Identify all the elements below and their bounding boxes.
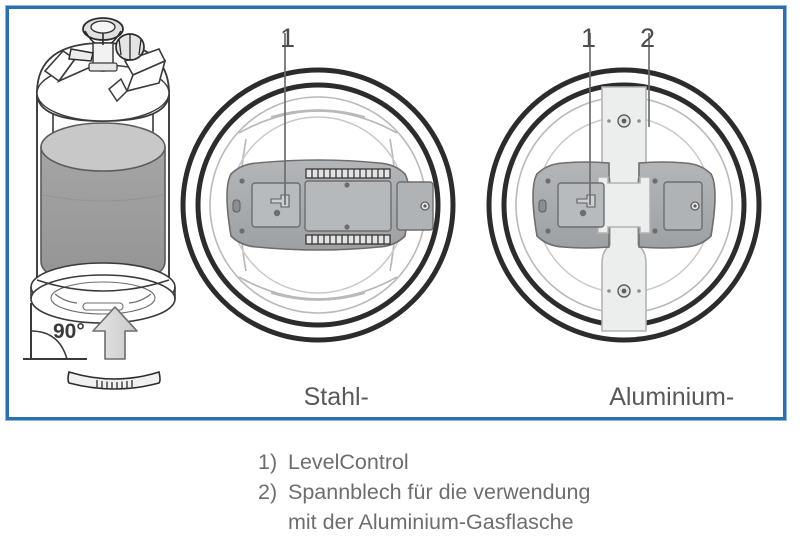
legend-item-2-text: Spannblech für die verwendung [288, 480, 591, 504]
legend-item-1-number: 1) [258, 450, 278, 474]
callout-number-alu-2: 2 [640, 23, 656, 53]
illustration-panel-inner: 1 1 2 90° Stahl- Gasflasche Aluminium- G… [9, 9, 783, 417]
legend-item-2: 2) Spannblech für die verwendung [258, 477, 590, 507]
sensor-strip-icon [67, 370, 161, 390]
legend-item-2-number: 2) [258, 480, 278, 504]
caption-alu-line1: Aluminium- [609, 383, 735, 411]
sensor-ribbon-bottom [305, 234, 391, 245]
up-arrow-icon [92, 306, 138, 360]
callout-number-alu-1: 1 [581, 23, 597, 53]
legend-item-1: 1) LevelControl [258, 447, 590, 477]
level-control-sensor-alu [532, 161, 716, 249]
legend-item-1-text: LevelControl [288, 450, 409, 474]
caption-steel: Stahl- Gasflasche [248, 354, 429, 417]
legend-item-2-continuation: mit der Aluminium-Gasflasche [288, 510, 574, 534]
valve-knob-icon [82, 17, 124, 45]
caption-aluminium: Aluminium- Gasflasche [555, 354, 736, 417]
gas-bottle-illustration [30, 17, 176, 324]
technical-illustration [23, 17, 762, 390]
angle-label: 90° [53, 320, 85, 343]
caption-steel-line1: Stahl- [303, 383, 369, 411]
valve-side-nut [115, 33, 145, 61]
level-control-sensor [226, 159, 434, 251]
callout-number-steel-1: 1 [280, 23, 296, 53]
aluminium-bottle-base-view [486, 33, 762, 343]
illustration-panel: 1 1 2 90° Stahl- Gasflasche Aluminium- G… [6, 6, 786, 420]
sensor-ribbon-top [305, 168, 391, 179]
legend-list: 1) LevelControl 2) Spannblech für die ve… [258, 447, 590, 537]
orientation-indicator [23, 303, 161, 390]
steel-bottle-base-view [180, 33, 456, 343]
